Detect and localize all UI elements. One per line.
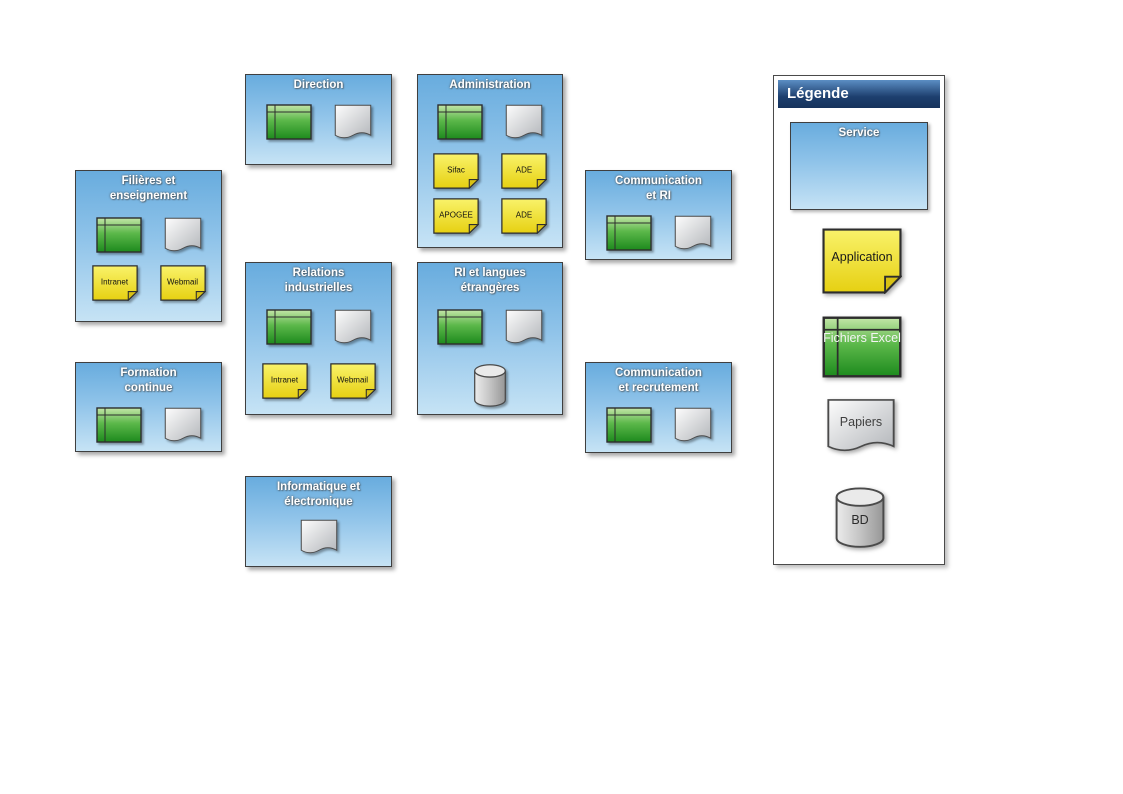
legend-service-sample: Service	[790, 122, 928, 210]
excel-files-icon	[437, 309, 483, 345]
application-name: ADE	[515, 165, 533, 175]
legend-service-label: Service	[838, 127, 880, 139]
legend-papers-label: Papiers	[839, 415, 883, 429]
papers-icon	[300, 519, 338, 559]
application-note: ADE	[501, 153, 547, 189]
papers-icon	[505, 309, 543, 349]
application-name: Sifac	[447, 165, 465, 175]
excel-files-icon	[96, 407, 142, 443]
papers-icon	[164, 407, 202, 447]
legend-excel-label: Fichiers Excel	[823, 331, 901, 345]
legend-application-sample: Application	[822, 228, 902, 294]
database-cylinder-icon	[473, 363, 507, 407]
application-name: Webmail	[337, 375, 368, 385]
legend-header: Légende	[778, 80, 940, 108]
papers-icon	[505, 104, 543, 144]
service-box-informatique-et-electronique: Informatique et électronique	[245, 476, 392, 567]
legend-excel-sample: Fichiers Excel	[822, 316, 902, 378]
application-note: Intranet	[92, 265, 138, 301]
application-name: ADE	[515, 210, 533, 220]
service-box-filieres-et-enseignement: Filières et enseignement Intranet Webmai…	[75, 170, 222, 322]
application-note: Sifac	[433, 153, 479, 189]
service-box-direction: Direction	[245, 74, 392, 165]
application-note: APOGEE	[433, 198, 479, 234]
service-box-administration: Administration Sifac ADE APOGEE ADE	[417, 74, 563, 248]
service-title: Formation continue	[120, 367, 177, 394]
papers-icon	[674, 407, 712, 447]
application-name: APOGEE	[439, 210, 473, 220]
excel-files-icon	[606, 407, 652, 443]
service-box-relations-industrielles: Relations industrielles Intranet Webmail	[245, 262, 392, 415]
legend-database-label: BD	[851, 513, 869, 527]
legend-application-label: Application	[831, 250, 893, 264]
application-note: Webmail	[330, 363, 376, 399]
application-name: Intranet	[270, 375, 299, 385]
papers-icon	[164, 217, 202, 257]
excel-files-icon	[437, 104, 483, 140]
excel-files-icon	[822, 316, 902, 378]
application-note: Webmail	[160, 265, 206, 301]
service-box-ri-et-langues-etrangeres: RI et langues étrangères	[417, 262, 563, 415]
service-title: RI et langues étrangères	[454, 267, 526, 294]
excel-files-icon	[266, 309, 312, 345]
application-name: Webmail	[167, 277, 198, 287]
service-title: Communication et recrutement	[615, 367, 702, 394]
service-title: Filières et enseignement	[109, 175, 188, 202]
excel-files-icon	[606, 215, 652, 251]
legend-database-sample: BD	[834, 486, 886, 548]
papers-icon	[334, 104, 372, 144]
service-box-communication-et-recrutement: Communication et recrutement	[585, 362, 732, 453]
legend-papers-sample: Papiers	[826, 398, 896, 460]
application-note: ADE	[501, 198, 547, 234]
service-title: Relations industrielles	[284, 267, 353, 294]
legend-panel: Légende Service Application Fichiers Exc…	[773, 75, 945, 565]
application-name: Intranet	[100, 277, 129, 287]
application-note: Intranet	[262, 363, 308, 399]
service-title: Administration	[449, 79, 531, 91]
papers-icon	[826, 398, 896, 460]
service-box-communication-et-ri: Communication et RI	[585, 170, 732, 260]
papers-icon	[334, 309, 372, 349]
papers-icon	[674, 215, 712, 255]
service-box-formation-continue: Formation continue	[75, 362, 222, 452]
excel-files-icon	[266, 104, 312, 140]
service-title: Informatique et électronique	[276, 481, 361, 508]
service-title: Communication et RI	[615, 175, 702, 202]
service-title: Direction	[293, 79, 344, 91]
excel-files-icon	[96, 217, 142, 253]
